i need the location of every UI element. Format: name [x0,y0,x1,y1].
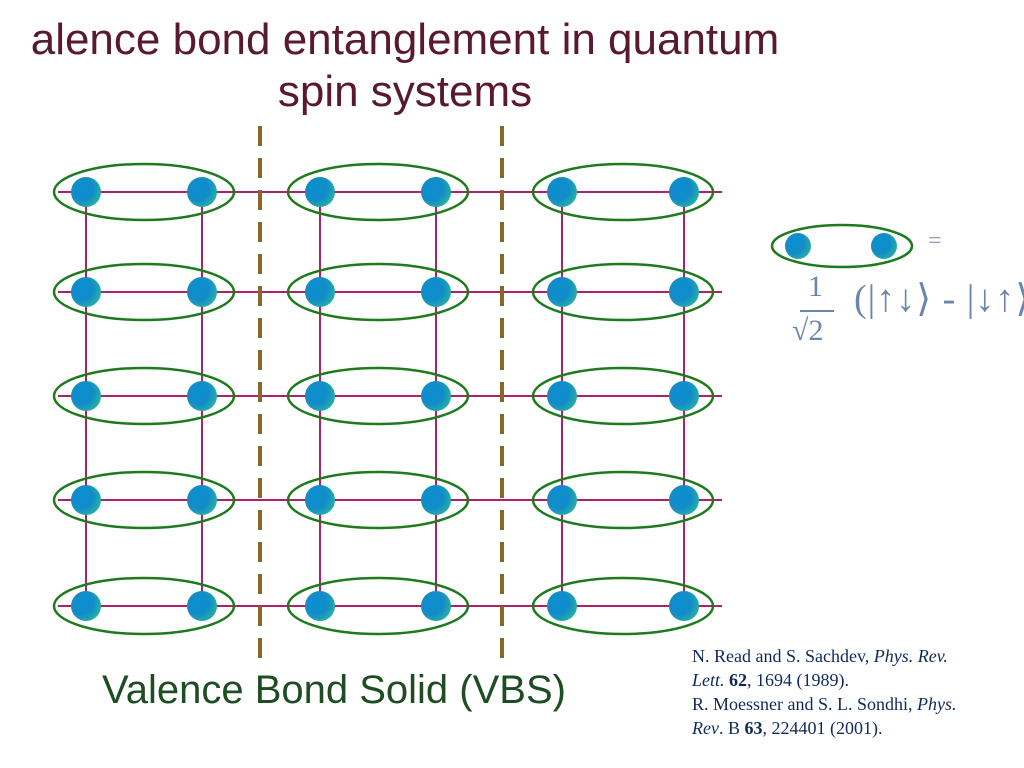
spin-site-icon [71,177,101,207]
spin-site-icon [71,591,101,621]
spin-site-icon [305,381,335,411]
spin-site-icon [187,591,217,621]
spin-site-icon [421,177,451,207]
fraction-bar [800,310,834,312]
reference-line-3: R. Moessner and S. L. Sondhi, Phys. [692,694,957,714]
spin-site-icon [305,485,335,515]
singlet-bond-icon [52,366,236,426]
singlet-bond-icon [531,162,715,222]
title-line-2: spin systems [277,67,533,116]
slide-title: alence bond entanglement in quantum spin… [0,14,830,118]
singlet-bond-icon [531,366,715,426]
singlet-bond-icon [531,262,715,322]
singlet-bond-icon [286,470,470,530]
spin-site-icon [669,485,699,515]
spin-site-icon [187,485,217,515]
spin-site-icon [421,591,451,621]
spin-site-icon [421,485,451,515]
spin-site-icon [785,233,811,259]
singlet-bond-icon [52,262,236,322]
singlet-bond-icon [531,576,715,636]
legend-singlet-icon [770,223,914,269]
reference-line-2: Lett. 62, 1694 (1989). [692,670,850,690]
spin-site-icon [669,177,699,207]
spin-site-icon [669,277,699,307]
spin-site-icon [71,277,101,307]
singlet-bond-icon [770,223,914,269]
singlet-bond-icon [286,262,470,322]
fraction-denominator: √2 [792,314,824,347]
spin-site-icon [187,381,217,411]
spin-site-icon [305,591,335,621]
spin-site-icon [71,485,101,515]
title-line-1: alence bond entanglement in quantum [30,15,780,64]
spin-site-icon [547,591,577,621]
spin-site-icon [871,233,897,259]
spin-site-icon [187,177,217,207]
spin-site-icon [669,591,699,621]
references: N. Read and S. Sachdev, Phys. Rev. Lett.… [692,644,1022,740]
fraction-numerator: 1 [808,270,823,303]
spin-site-icon [669,381,699,411]
spin-site-icon [547,485,577,515]
reference-line-4: Rev. B 63, 224401 (2001). [692,718,883,738]
spin-site-icon [421,277,451,307]
vbs-caption: Valence Bond Solid (VBS) [102,668,566,712]
spin-site-icon [187,277,217,307]
singlet-bond-icon [286,162,470,222]
reference-line-1: N. Read and S. Sachdev, Phys. Rev. [692,646,948,666]
entanglement-cuts [258,126,504,670]
singlet-bonds [52,162,715,636]
singlet-bond-icon [286,366,470,426]
spin-site-icon [421,381,451,411]
lattice-bonds [58,191,722,607]
spin-sites [71,177,699,621]
spin-site-icon [547,277,577,307]
legend-equals: = [928,228,942,254]
ket-expression: (|↑↓⟩ - |↓↑⟩) [854,278,1024,320]
spin-site-icon [547,381,577,411]
singlet-bond-icon [286,576,470,636]
spin-site-icon [547,177,577,207]
spin-site-icon [305,277,335,307]
spin-site-icon [71,381,101,411]
singlet-bond-icon [52,162,236,222]
spin-site-icon [305,177,335,207]
singlet-bond-icon [531,470,715,530]
singlet-bond-icon [52,470,236,530]
singlet-bond-icon [52,576,236,636]
